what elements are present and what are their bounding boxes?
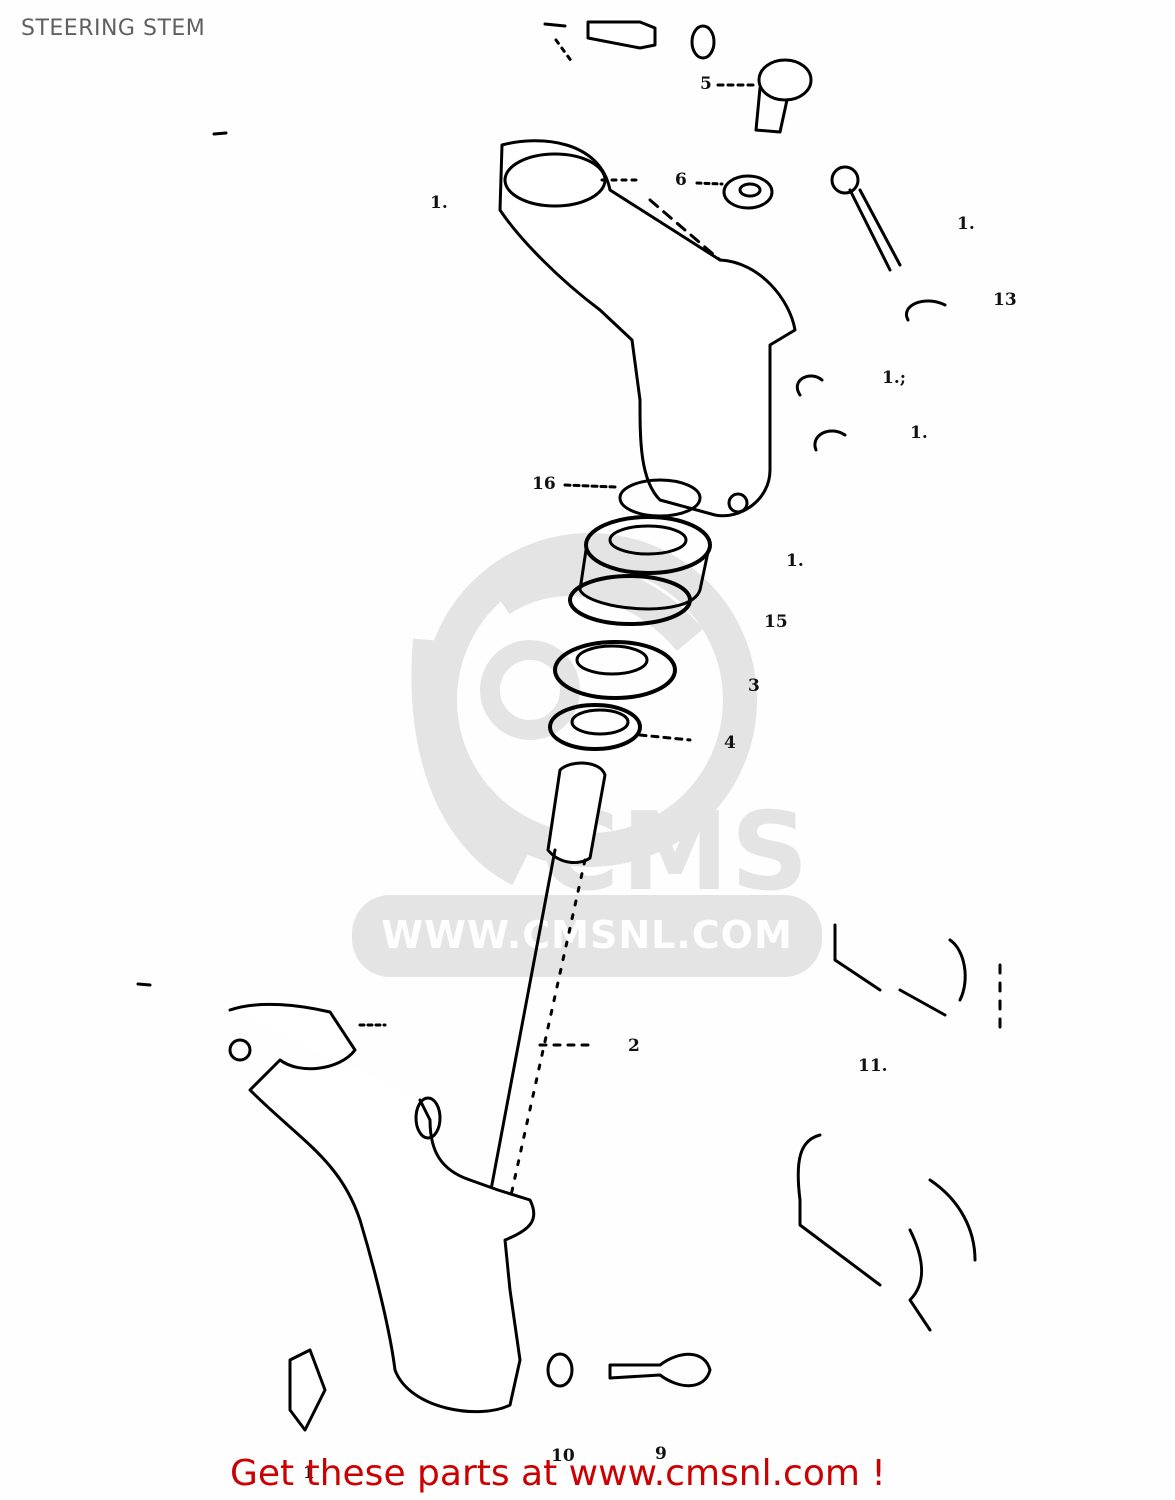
lower-bolt-icon xyxy=(608,1352,712,1388)
callout-label: 11. xyxy=(858,1056,888,1076)
pin-bolt-icon xyxy=(830,165,902,272)
callout-label: 4 xyxy=(724,733,736,753)
stray-mark xyxy=(136,982,152,987)
callout-label: 1. xyxy=(957,214,975,234)
callout-label: 9 xyxy=(655,1444,667,1464)
washer-14-icon xyxy=(796,374,824,397)
washer-6-icon xyxy=(695,174,774,210)
watermark-url-pill: WWW.CMSNL.COM xyxy=(352,895,822,977)
washer-13-icon xyxy=(905,299,947,322)
lock-plate-icon xyxy=(288,1348,327,1432)
buy-parts-link[interactable]: Get these parts at www.cmsnl.com ! xyxy=(230,1453,886,1494)
watermark-url: WWW.CMSNL.COM xyxy=(381,913,793,957)
callout-label: 13 xyxy=(993,290,1017,310)
callout-label: 1 xyxy=(303,1463,315,1483)
callout-label: 3 xyxy=(748,676,760,696)
callout-label: 1.; xyxy=(882,368,907,388)
callout-label: 1. xyxy=(430,193,448,213)
page-title: STEERING STEM xyxy=(21,16,206,41)
callout-label: 6 xyxy=(675,170,687,190)
callout-label: 2 xyxy=(628,1036,640,1056)
callout-label: 15 xyxy=(764,612,788,632)
lower-bracket-icon xyxy=(228,1002,536,1414)
bearing-stack-icon xyxy=(548,478,712,751)
callout-label: 1. xyxy=(786,551,804,571)
lower-nut-icon xyxy=(546,1352,574,1388)
callout-label: 10 xyxy=(551,1446,575,1466)
washer-1c-icon xyxy=(813,429,847,452)
callout-label: 1. xyxy=(910,423,928,443)
clamp-lower-right-icon xyxy=(796,1133,977,1332)
callout-label: 16 xyxy=(532,474,556,494)
stray-mark xyxy=(212,131,228,136)
bolt-5-icon xyxy=(716,58,813,134)
bolt-top-icon xyxy=(543,20,657,64)
nut-icon xyxy=(690,24,716,60)
upper-bracket-icon xyxy=(498,139,797,518)
clamp-upper-right-icon xyxy=(833,923,1002,1032)
callout-label: 5 xyxy=(700,74,712,94)
steering-stem-shaft-icon xyxy=(488,761,607,1202)
